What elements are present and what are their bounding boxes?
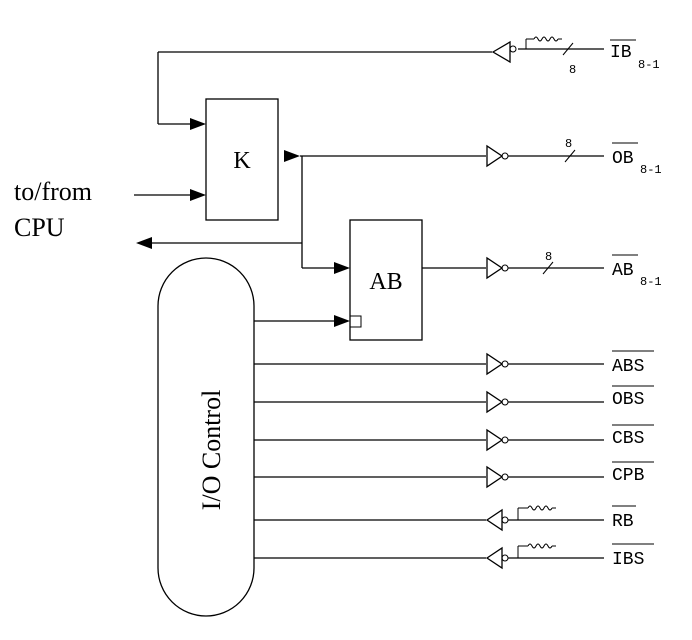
cpb-signal-name: CPB bbox=[612, 466, 645, 486]
cbs-signal-label: CBS bbox=[612, 424, 654, 449]
ib-signal-label: IB 8-1 bbox=[610, 39, 660, 72]
rb-pullup-resistor bbox=[517, 505, 556, 520]
ob-signal-label: OB 8-1 bbox=[612, 142, 662, 177]
ab-strobe-input-marker bbox=[349, 315, 362, 328]
ab-register-label: AB bbox=[369, 269, 402, 295]
cpu-label-line2: CPU bbox=[14, 213, 65, 242]
ab-register bbox=[349, 219, 423, 341]
abs-signal-name: ABS bbox=[612, 357, 644, 377]
abs-signal-label: ABS bbox=[612, 350, 654, 377]
ib-bus-width-label: 8 bbox=[569, 63, 576, 77]
ab-output-buffer bbox=[422, 256, 604, 280]
ab-strobe-line bbox=[254, 315, 350, 327]
cpb-output bbox=[254, 465, 604, 489]
ab-signal-label: AB 8-1 bbox=[612, 254, 662, 289]
obs-signal-name: OBS bbox=[612, 390, 644, 410]
ob-bus-width-slash bbox=[564, 149, 576, 163]
abs-output bbox=[254, 352, 604, 376]
ob-bus-width-label: 8 bbox=[565, 137, 572, 151]
ib-signal-name: IB bbox=[610, 43, 632, 63]
ob-signal-subscript: 8-1 bbox=[640, 163, 662, 177]
ab-bus-width-slash bbox=[542, 261, 554, 275]
cbs-signal-name: CBS bbox=[612, 429, 644, 449]
ab-signal-name: AB bbox=[612, 261, 634, 281]
ib-input-buffer bbox=[491, 40, 517, 64]
ibs-signal-label: IBS bbox=[612, 543, 654, 570]
cbs-output bbox=[254, 428, 604, 452]
rb-signal-label: RB bbox=[612, 505, 636, 532]
k-register bbox=[205, 98, 279, 221]
ib-bus-path bbox=[157, 48, 604, 130]
io-control-label: I/O Control bbox=[197, 390, 226, 511]
cpu-label-line1: to/from bbox=[14, 177, 92, 206]
ibs-pullup-resistor bbox=[517, 543, 556, 558]
ibs-input bbox=[254, 546, 604, 570]
ab-signal-subscript: 8-1 bbox=[640, 275, 662, 289]
obs-output bbox=[254, 390, 604, 414]
ab-bus-width-label: 8 bbox=[545, 250, 552, 264]
rb-input bbox=[254, 508, 604, 532]
ob-signal-name: OB bbox=[612, 149, 634, 169]
ib-signal-subscript: 8-1 bbox=[638, 58, 660, 72]
io-control-block bbox=[157, 257, 255, 617]
ob-output-buffer bbox=[486, 144, 604, 168]
k-output-path bbox=[136, 150, 486, 274]
k-register-label: K bbox=[233, 148, 251, 174]
obs-signal-label: OBS bbox=[612, 385, 654, 410]
ibs-signal-name: IBS bbox=[612, 550, 644, 570]
cpb-signal-label: CPB bbox=[612, 461, 654, 486]
rb-signal-name: RB bbox=[612, 512, 634, 532]
ib-bus-width-slash bbox=[562, 42, 574, 56]
ib-pullup-resistor bbox=[525, 36, 562, 49]
cpu-input-arrow bbox=[134, 189, 206, 201]
